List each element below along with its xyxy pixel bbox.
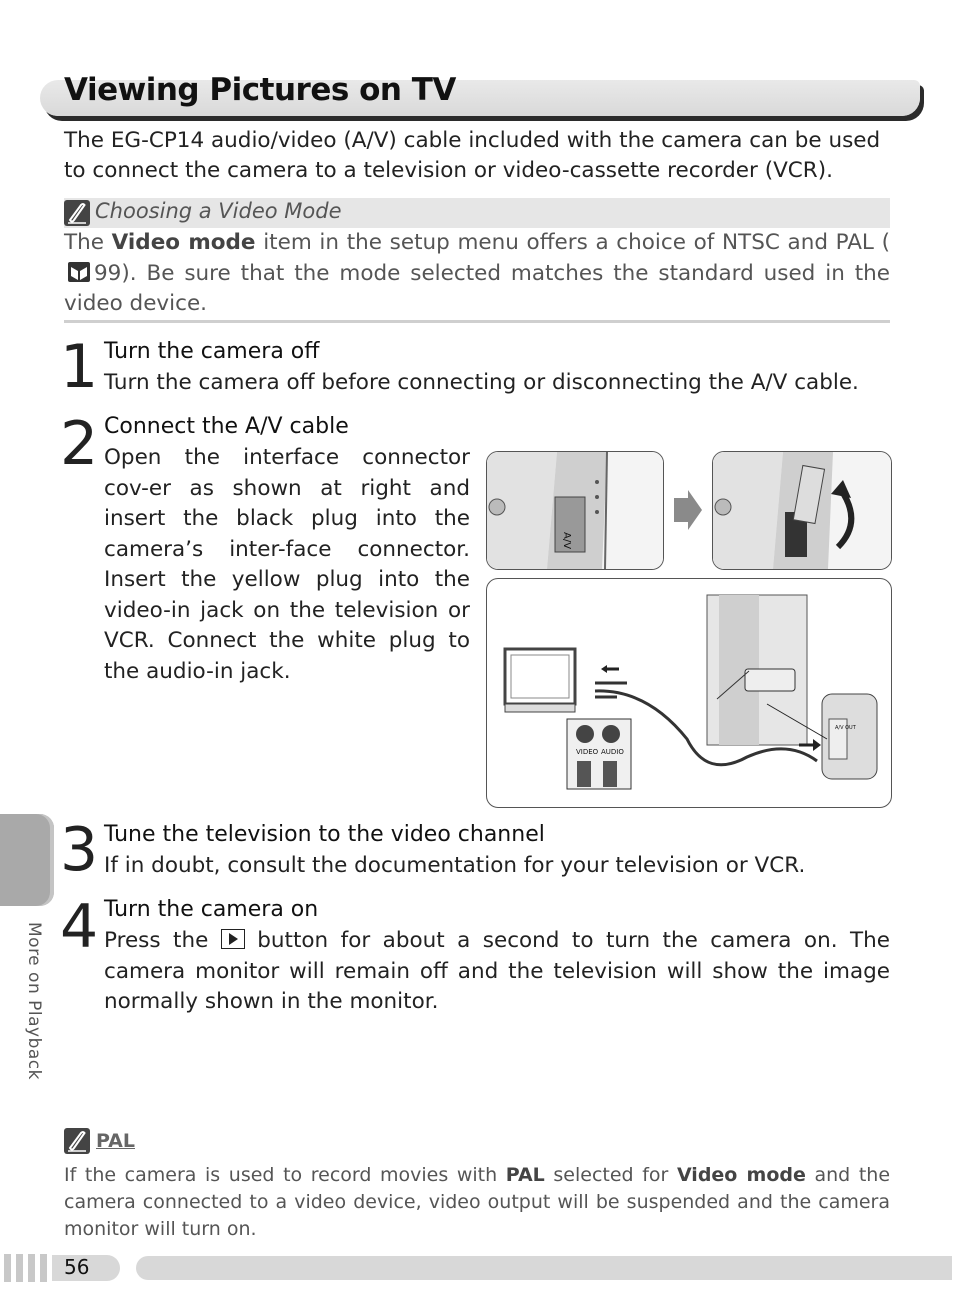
footer-stripe: [40, 1254, 47, 1282]
step-3-number: 3: [60, 815, 99, 885]
video-jack-label: VIDEO: [576, 748, 599, 756]
step-4-heading: Turn the camera on: [104, 897, 319, 922]
step-2-heading: Connect the A/V cable: [104, 414, 349, 439]
camera-cover-closed-illustration: A/V: [486, 451, 664, 570]
audio-jack-label: AUDIO: [601, 748, 624, 756]
step-2-body: Open the interface connector cov-er as s…: [104, 445, 470, 684]
section-side-tab: [0, 814, 54, 906]
footer-stripe: [28, 1254, 35, 1282]
play-button-icon: [220, 929, 245, 949]
title-bar: [40, 80, 920, 116]
step-1-body: Turn the camera off before connecting or…: [104, 370, 859, 395]
note-header: [64, 198, 890, 228]
note-body: The Video mode item in the setup menu of…: [64, 230, 890, 316]
pencil-note-icon: [64, 200, 90, 226]
pal-note-body: If the camera is used to record movies w…: [64, 1164, 891, 1240]
camera-cover-open-illustration: [712, 451, 892, 570]
step-2-number: 2: [60, 409, 99, 479]
step-4-body: Press the button for about a second to t…: [104, 928, 890, 1014]
camera-av-out-label: A/V OUT: [835, 725, 857, 731]
pencil-note-icon: [64, 1128, 90, 1154]
section-side-label: More on Playback: [24, 922, 44, 1080]
intro-paragraph: The EG-CP14 audio/video (A/V) cable incl…: [64, 128, 881, 183]
pal-note-title: PAL: [96, 1130, 135, 1152]
footer-bar: [136, 1256, 952, 1280]
step-4-number: 4: [60, 892, 99, 962]
svg-text:A/V: A/V: [561, 532, 572, 549]
step-1-number: 1: [60, 332, 99, 402]
av-cable-connection-illustration: VIDEO AUDIO A/V OUT: [486, 578, 892, 808]
reference-book-icon: [68, 261, 90, 282]
step-3-heading: Tune the television to the video channel: [104, 822, 545, 847]
footer-stripe: [4, 1254, 11, 1282]
arrow-right-icon: [672, 488, 704, 536]
step-1-heading: Turn the camera off: [104, 339, 320, 364]
note-divider: [64, 320, 890, 323]
footer-stripe: [16, 1254, 23, 1282]
note-title: Choosing a Video Mode: [95, 199, 342, 223]
step-3-body: If in doubt, consult the documentation f…: [104, 853, 806, 878]
page-title: Viewing Pictures on TV: [64, 72, 456, 108]
page-number: 56: [64, 1255, 90, 1279]
page-number-pill: [52, 1255, 120, 1281]
